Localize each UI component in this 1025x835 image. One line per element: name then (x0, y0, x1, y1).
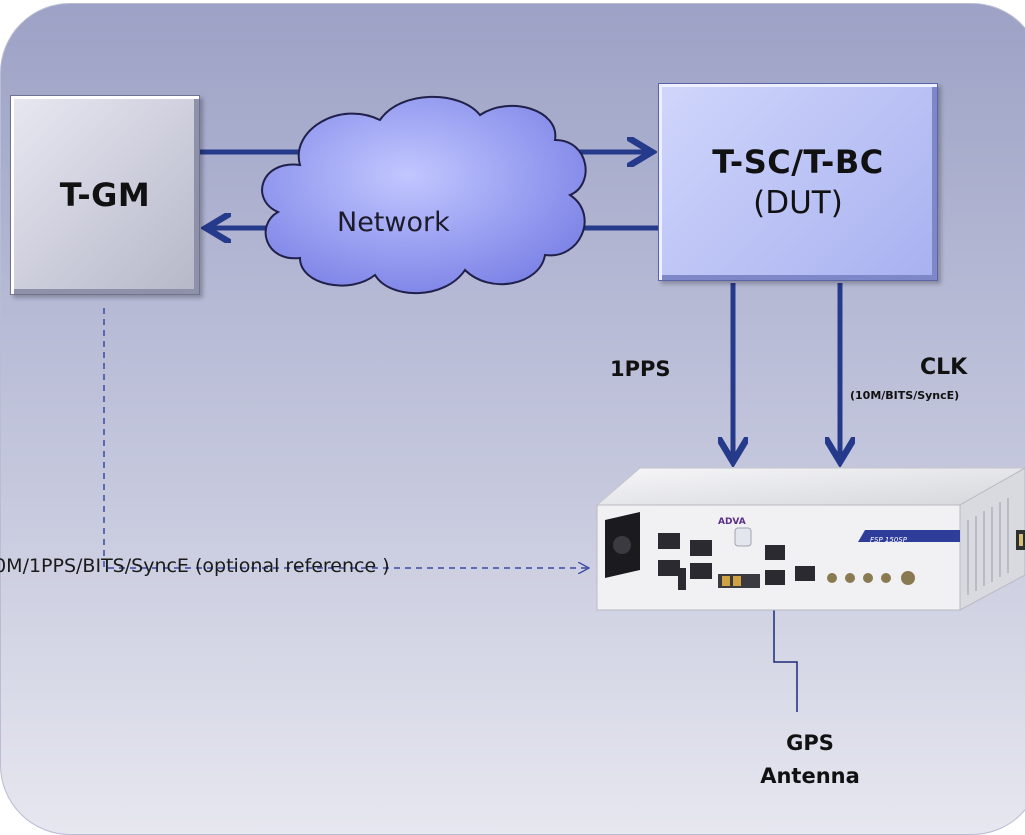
dut-subtitle: (DUT) (753, 185, 843, 221)
dut-node: T-SC/T-BC (DUT) (658, 83, 938, 281)
timing-device (595, 467, 1025, 611)
t-gm-title: T-GM (59, 176, 151, 214)
clk-sublabel: (10M/BITS/SyncE) (850, 389, 960, 402)
network-cloud (261, 95, 587, 295)
gps-feed-line (774, 590, 798, 712)
gps-label-line2: Antenna (760, 763, 860, 788)
reference-label: 10M/1PPS/BITS/SyncE (optional reference … (0, 555, 390, 577)
gps-antenna-label: GPS Antenna (740, 727, 880, 792)
gps-label-line1: GPS (786, 731, 834, 755)
t-gm-node: T-GM (10, 95, 200, 295)
device-model-label: FSP 150SP (870, 536, 907, 544)
dut-title: T-SC/T-BC (712, 143, 884, 181)
pps-label: 1PPS (610, 357, 671, 381)
device-brand-logo: ADVA (718, 517, 746, 527)
clk-label: CLK (920, 355, 968, 380)
reference-dashed-link (103, 308, 588, 568)
network-label: Network (337, 207, 450, 238)
